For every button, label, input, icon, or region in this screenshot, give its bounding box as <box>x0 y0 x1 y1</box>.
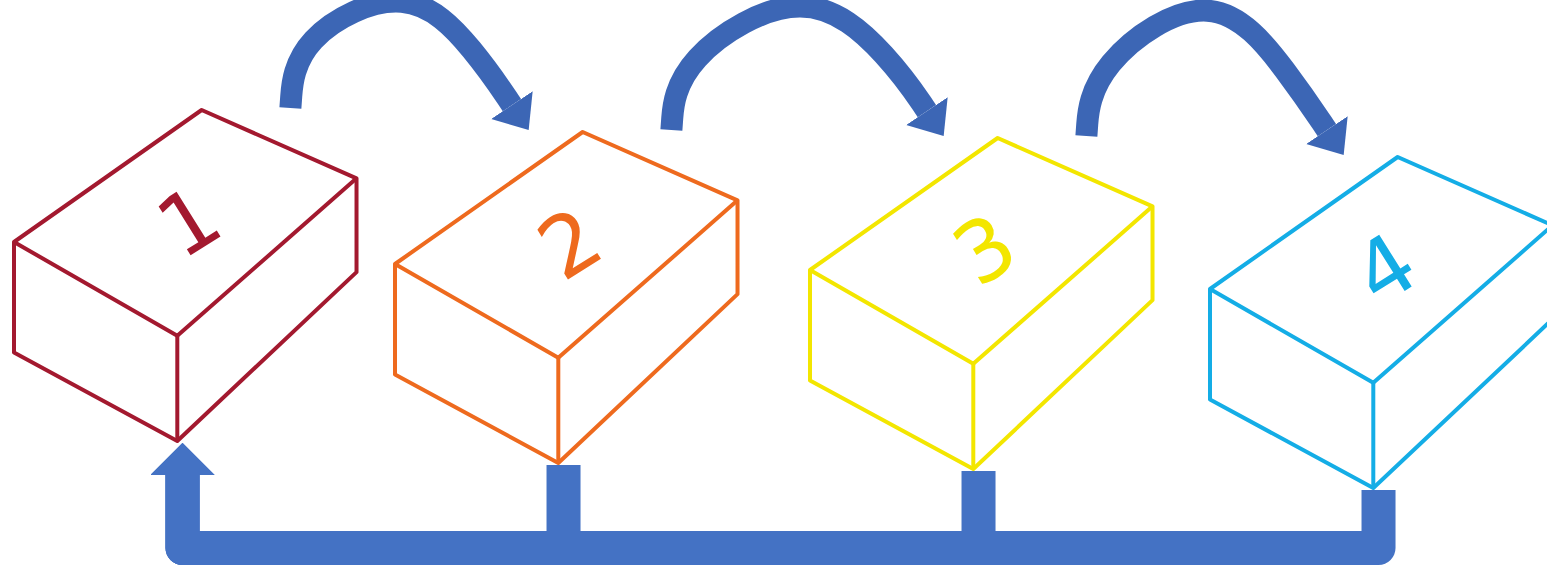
cuboid-edge <box>1371 383 1375 488</box>
curved-arrow <box>671 7 927 130</box>
cuboid-box: 3 <box>808 136 1156 471</box>
cuboid-edge <box>971 364 975 469</box>
cuboid-outline <box>1208 155 1547 490</box>
cuboid-edge <box>175 336 179 441</box>
cuboid-box: 4 <box>1208 155 1547 490</box>
cuboid-edge <box>556 358 560 463</box>
curved-arrow <box>1086 11 1327 136</box>
cuboid-hull <box>810 138 1153 469</box>
cuboid-hull <box>14 110 357 441</box>
cuboid-box: 2 <box>393 130 741 465</box>
cuboid-outline <box>393 130 741 465</box>
cuboid-outline <box>12 108 360 443</box>
cuboid-outline <box>808 136 1156 471</box>
return-arrow <box>183 475 1379 548</box>
cuboid-hull <box>395 132 738 463</box>
curved-arrow <box>290 2 512 108</box>
cuboid-hull <box>1210 157 1547 488</box>
cuboid-box: 1 <box>12 108 360 443</box>
